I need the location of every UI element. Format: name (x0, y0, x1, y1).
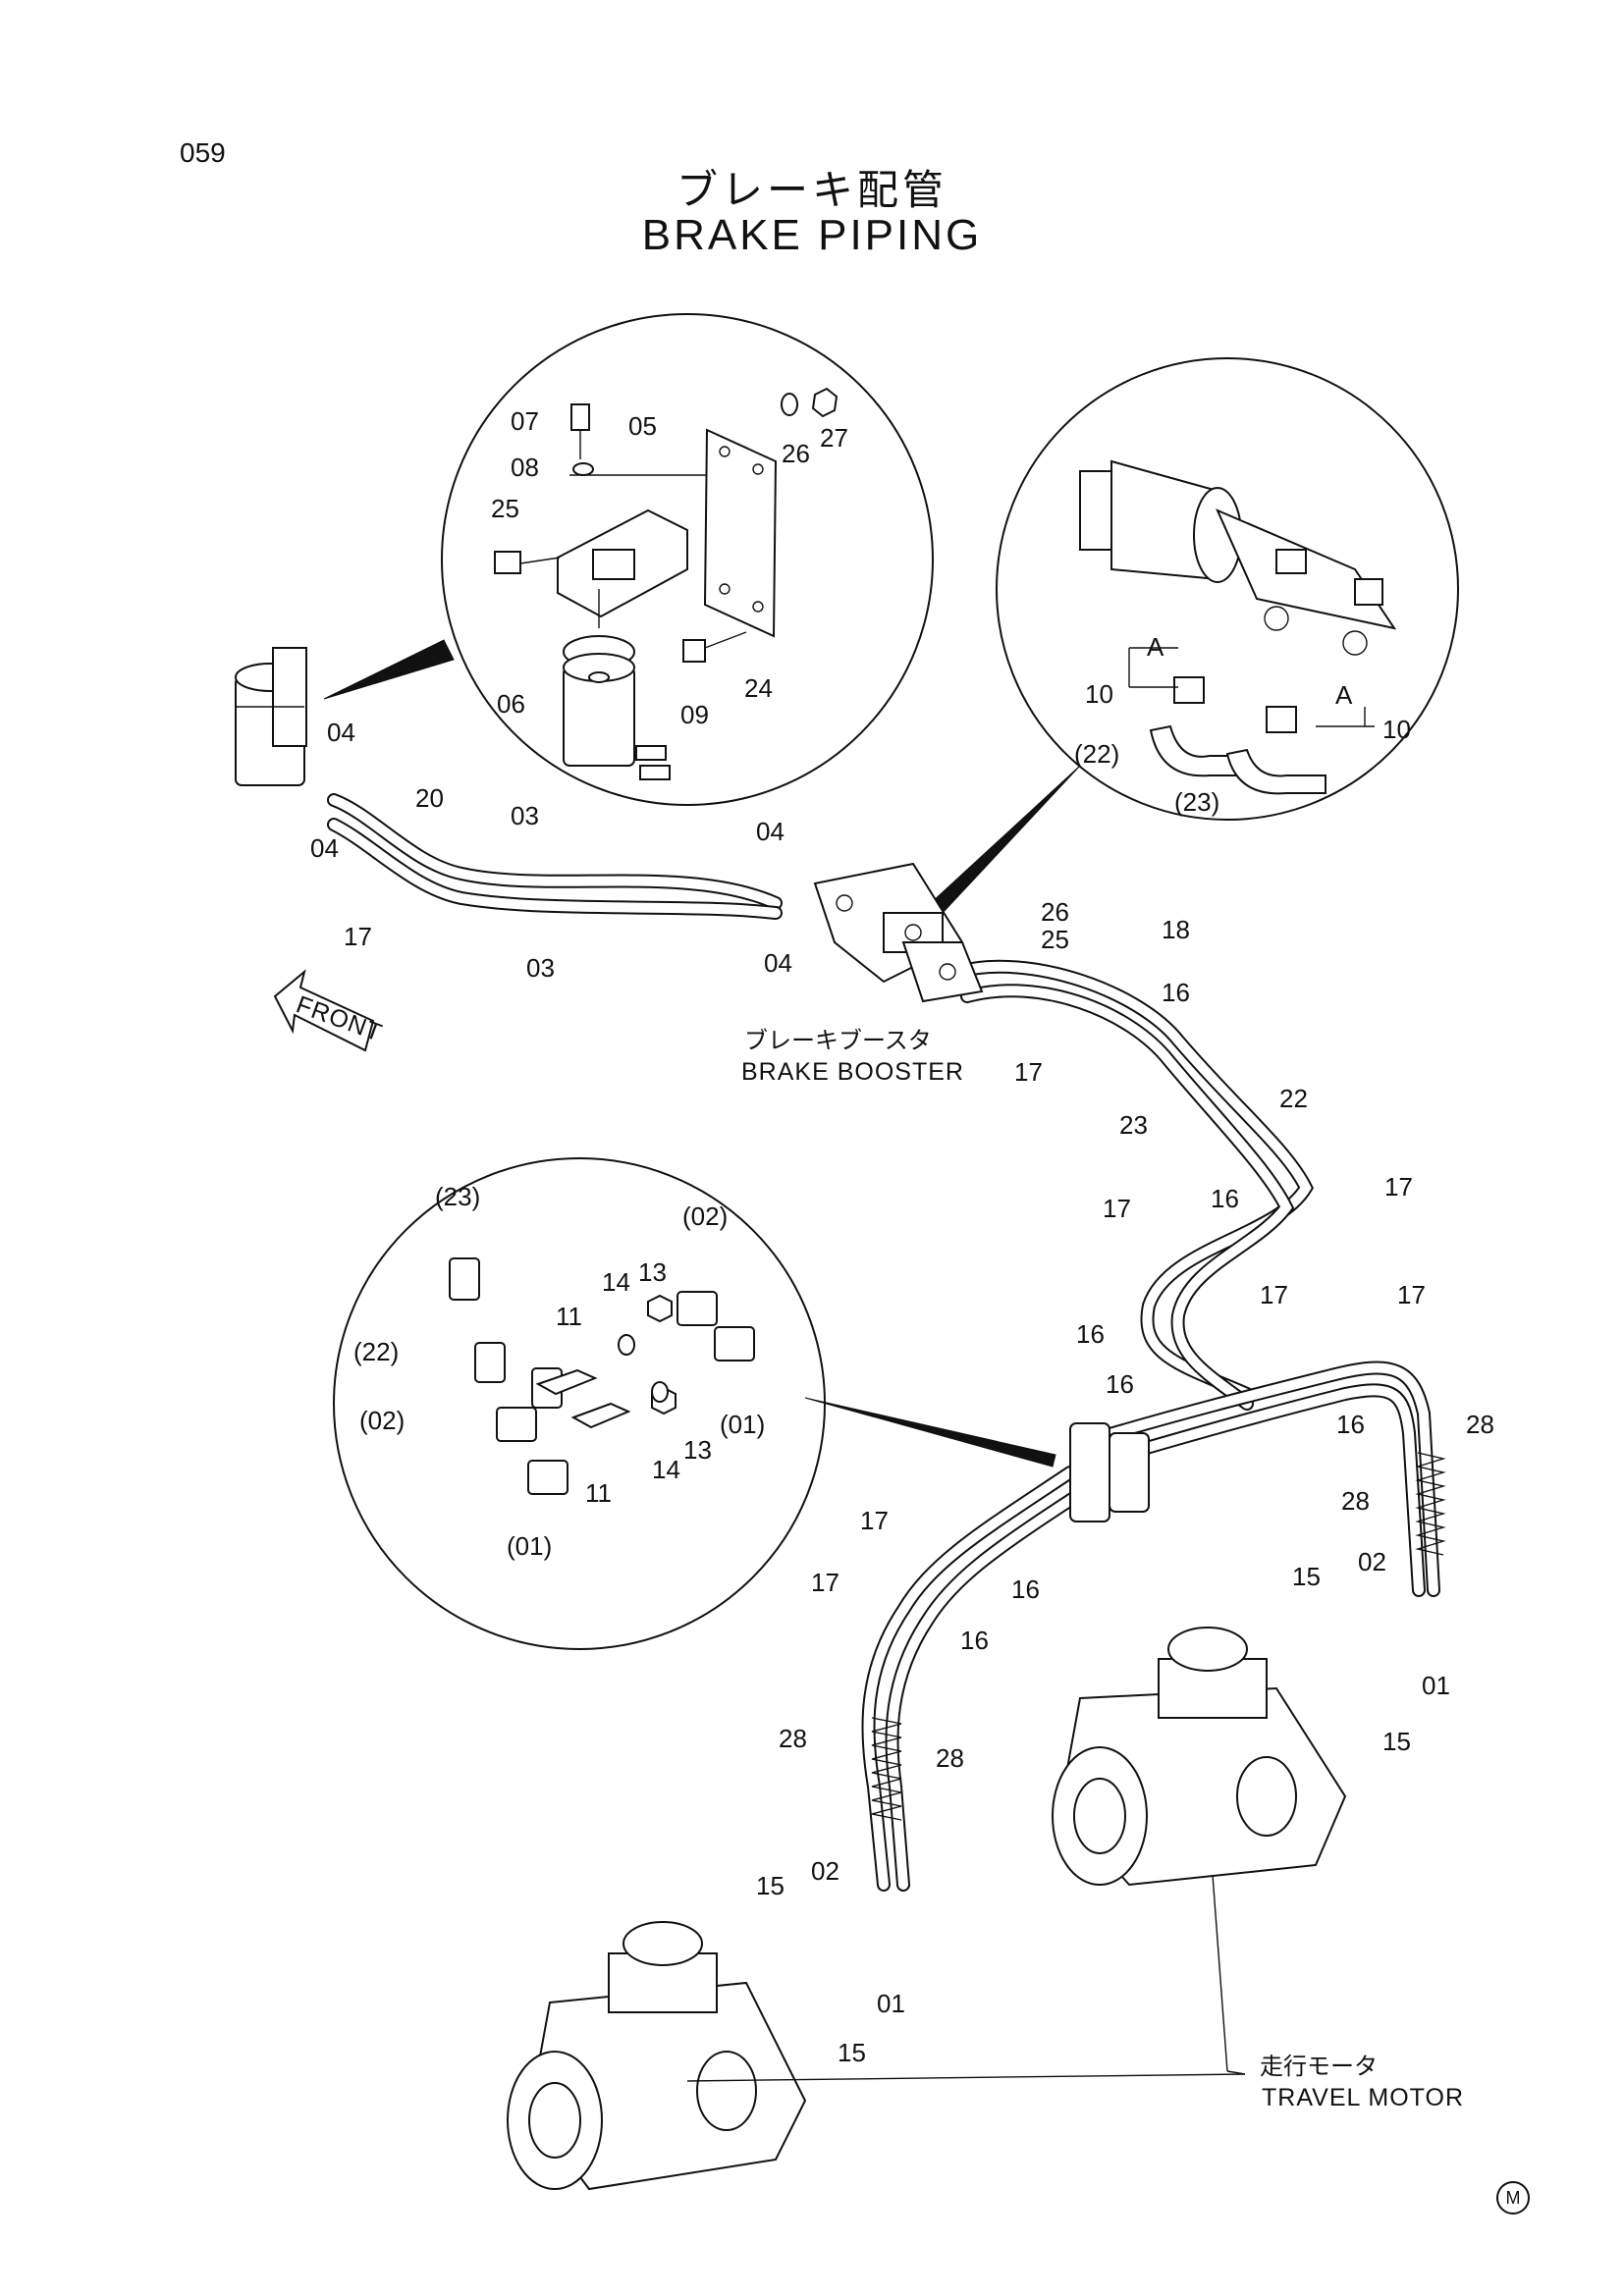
brake-booster-label: BRAKE BOOSTER (741, 1058, 964, 1086)
callout-03: 03 (526, 953, 555, 983)
brake-booster-label-jp: ブレーキブースタ (744, 1027, 932, 1054)
callout-25: 25 (491, 494, 519, 523)
callout-16: 16 (960, 1626, 989, 1655)
callout-10: 10 (1085, 679, 1113, 709)
m-mark: M (1496, 2181, 1530, 2215)
callout-17: 17 (1397, 1280, 1426, 1309)
front-arrow (273, 969, 375, 1052)
callout-25: 25 (1041, 925, 1069, 954)
callout-23: (23) (1174, 787, 1219, 817)
callout-02: 02 (1358, 1547, 1386, 1576)
callout-28: 28 (1341, 1486, 1370, 1516)
callout-22: 22 (1279, 1084, 1308, 1113)
travel-motor-label-jp: 走行モータ (1260, 2053, 1378, 2080)
callout-17: 17 (1014, 1057, 1043, 1087)
callout-22: (22) (353, 1337, 399, 1366)
callout-28: 28 (936, 1743, 964, 1773)
callout-17: 17 (811, 1568, 839, 1597)
callout-04: 04 (310, 833, 339, 863)
callout-23: 23 (1119, 1110, 1148, 1140)
callout-16: 16 (1011, 1575, 1040, 1604)
callout-17: 17 (344, 922, 372, 951)
callout-15: 15 (1382, 1727, 1411, 1756)
view-a-label: A (1147, 632, 1164, 662)
callout-15: 15 (838, 2038, 866, 2067)
callout-05: 05 (628, 411, 657, 441)
callout-17: 17 (1260, 1280, 1288, 1309)
brake-hoses (327, 793, 1446, 1892)
callout-16: 16 (1336, 1410, 1365, 1439)
callout-28: 28 (779, 1724, 807, 1753)
page-title-japanese: ブレーキ配管 (676, 166, 947, 214)
callout-24: 24 (744, 673, 773, 703)
callout-10: 10 (1382, 715, 1411, 744)
callout-04: 04 (764, 948, 792, 978)
callout-01: (01) (507, 1531, 552, 1561)
callout-16: 16 (1162, 978, 1190, 1007)
callout-17: 17 (860, 1506, 889, 1535)
detail-brake-booster (930, 357, 1459, 914)
callout-11: 11 (556, 1302, 582, 1331)
callout-16: 16 (1211, 1184, 1239, 1213)
detail-fittings (333, 1157, 1056, 1650)
callout-07: 07 (511, 406, 539, 436)
detail-reservoir (323, 313, 934, 806)
callout-20: 20 (415, 783, 444, 813)
callout-08: 08 (511, 453, 539, 482)
callout-28: 28 (1466, 1410, 1494, 1439)
callout-23: (23) (435, 1182, 480, 1211)
callout-01: 01 (1422, 1671, 1450, 1700)
travel-motor-rear (1052, 1627, 1347, 1887)
callout-04: 04 (756, 817, 785, 846)
callout-16: 16 (1106, 1369, 1134, 1399)
callout-13: 13 (683, 1435, 712, 1465)
front-label: FRONT (293, 990, 386, 1046)
callout-26: 26 (782, 439, 810, 468)
callout-14: 14 (652, 1455, 680, 1484)
callout-16: 16 (1076, 1319, 1105, 1349)
callout-14: 14 (602, 1267, 630, 1297)
travel-motor-front (507, 1921, 807, 2191)
callout-06: 06 (497, 689, 525, 719)
callout-26: 26 (1041, 897, 1069, 927)
callout-13: 13 (638, 1257, 667, 1287)
callout-15: 15 (756, 1871, 785, 1900)
callout-09: 09 (680, 700, 709, 729)
leader-lines (686, 1874, 1246, 2082)
callout-22: (22) (1074, 739, 1119, 769)
callout-02: (02) (359, 1406, 405, 1435)
fitting-block (1069, 1422, 1150, 1522)
callout-02: (02) (682, 1201, 728, 1231)
page-title: BRAKE PIPING (641, 211, 983, 259)
page-number: 059 (180, 137, 226, 168)
brake-booster (813, 862, 984, 1003)
callout-17: 17 (1103, 1194, 1131, 1223)
view-a-label: A (1335, 680, 1353, 710)
callout-11: 11 (585, 1478, 612, 1508)
callout-02: 02 (811, 1856, 839, 1886)
travel-motor-label: TRAVEL MOTOR (1262, 2084, 1464, 2111)
brake-reservoir (235, 647, 307, 786)
callout-01: (01) (720, 1410, 765, 1439)
callout-01: 01 (877, 1989, 905, 2018)
callout-15: 15 (1292, 1562, 1321, 1591)
callout-04: 04 (327, 718, 355, 747)
callout-17: 17 (1384, 1172, 1413, 1201)
callout-18: 18 (1162, 915, 1190, 944)
callout-27: 27 (820, 423, 848, 453)
callout-03: 03 (511, 801, 539, 830)
